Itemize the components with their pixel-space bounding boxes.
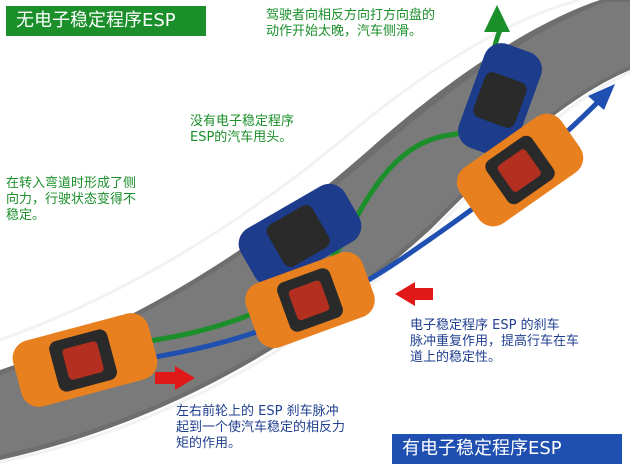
note-steer-late: 驾驶者向相反方向打方向盘的 动作开始太晚，汽车侧滑。 (266, 8, 436, 39)
green-arrow-head (484, 5, 510, 32)
brake-arrow-rear (395, 282, 433, 306)
note-lateral-force: 在转入弯道时形成了侧 向力，行驶状态变得不 稳定。 (6, 176, 137, 223)
orange-car-3 (456, 113, 584, 227)
brake-arrow-front (155, 366, 195, 390)
note-front-wheel: 左右前轮上的 ESP 刹车脉冲 起到一个使汽车稳定的相反力 矩的作用。 (176, 404, 346, 451)
banner-with-esp: 有电子稳定程序ESP (392, 434, 622, 464)
blue-arrow-head (588, 84, 615, 110)
note-tail-swing: 没有电子稳定程序 ESP的汽车甩头。 (190, 114, 295, 145)
note-esp-pulse: 电子稳定程序 ESP 的刹车 脉冲重复作用，提高行车在车 道上的稳定性。 (410, 318, 580, 365)
blue-car-skid-1 (238, 183, 362, 287)
banner-no-esp: 无电子稳定程序ESP (6, 6, 206, 36)
road-lane-line (0, 0, 581, 342)
orange-car-1 (12, 313, 158, 407)
orange-car-2 (245, 251, 375, 349)
